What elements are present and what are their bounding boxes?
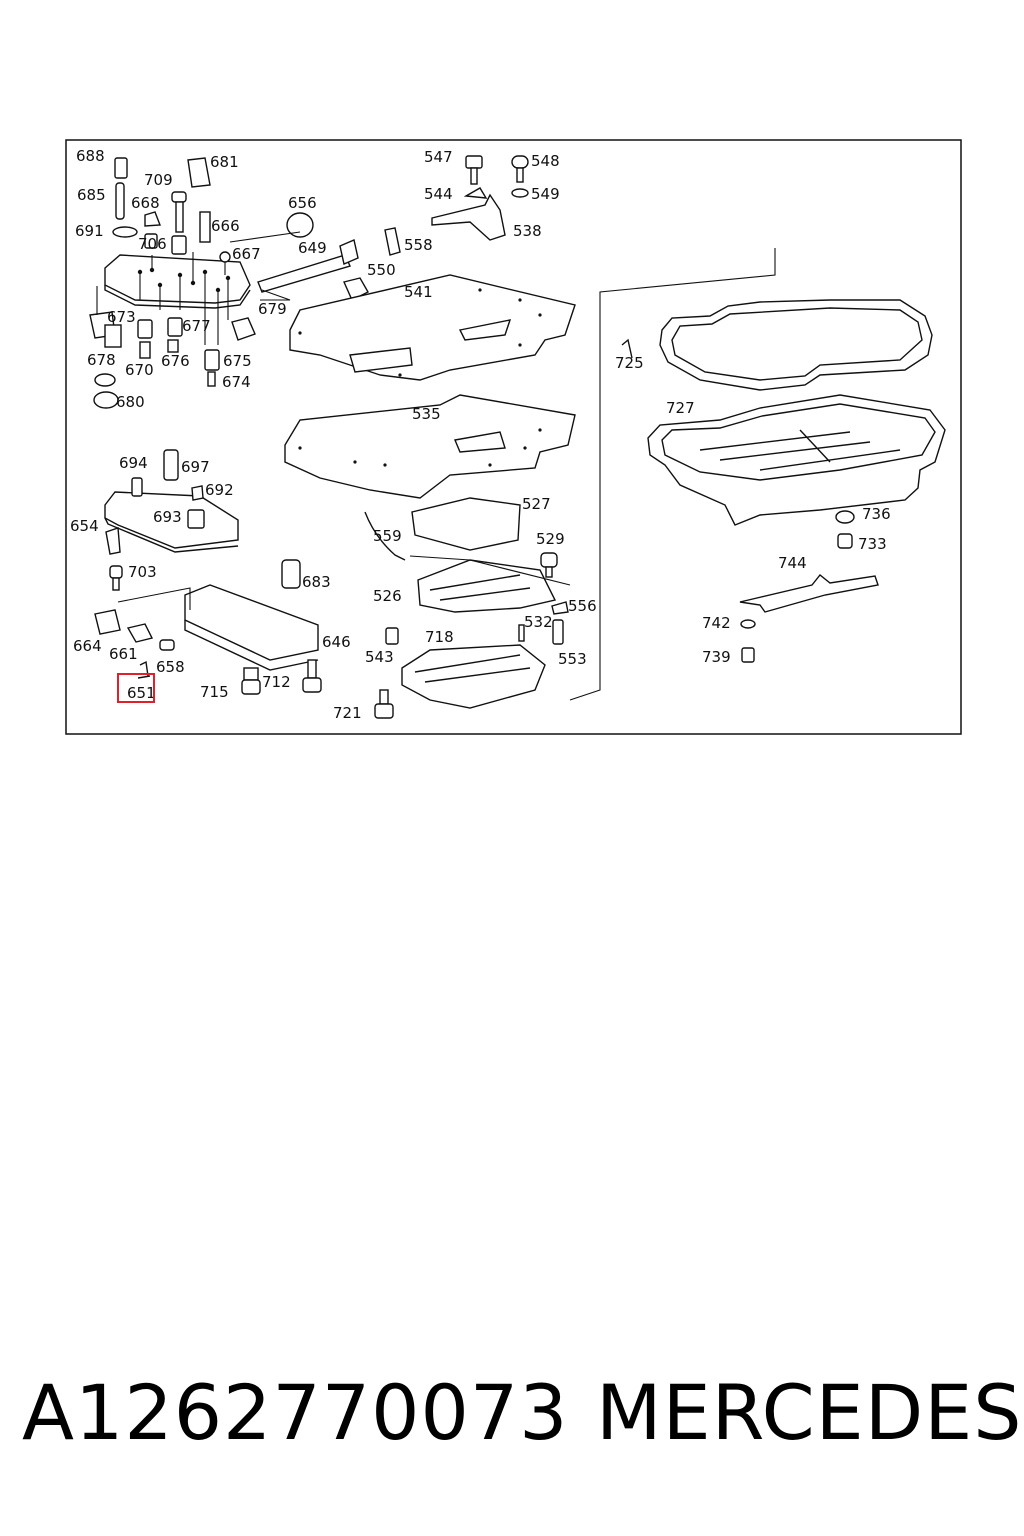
oil-pan-fasteners <box>621 338 879 663</box>
label-677: 677 <box>182 317 211 335</box>
label-538: 538 <box>513 222 542 240</box>
lower-leader <box>117 587 191 610</box>
label-527: 527 <box>522 495 551 513</box>
label-553: 553 <box>558 650 587 668</box>
label-744: 744 <box>778 554 807 572</box>
label-559: 559 <box>373 527 402 545</box>
brand-name: MERCEDES <box>596 1368 1023 1457</box>
label-683: 683 <box>302 573 331 591</box>
label-651: 651 <box>127 684 156 702</box>
label-680: 680 <box>116 393 145 411</box>
label-658: 658 <box>156 658 185 676</box>
label-670: 670 <box>125 361 154 379</box>
label-649: 649 <box>298 239 327 257</box>
label-550: 550 <box>367 261 396 279</box>
label-694: 694 <box>119 454 148 472</box>
label-646: 646 <box>322 633 351 651</box>
lower-solenoid-block <box>94 559 322 695</box>
label-656: 656 <box>288 194 317 212</box>
diagram-frame <box>65 139 962 735</box>
label-712: 712 <box>262 673 291 691</box>
label-721: 721 <box>333 704 362 722</box>
upper-bolts <box>384 155 529 256</box>
label-541: 541 <box>404 283 433 301</box>
label-688: 688 <box>76 147 105 165</box>
upper-valve-body <box>104 254 251 309</box>
label-692: 692 <box>205 481 234 499</box>
label-549: 549 <box>531 185 560 203</box>
middle-leader <box>409 555 571 586</box>
label-526: 526 <box>373 587 402 605</box>
label-691: 691 <box>75 222 104 240</box>
caption: A1262770073 MERCEDES <box>22 1368 1021 1478</box>
part-labels: 688 681 709 685 668 666 691 706 667 656 … <box>70 147 891 722</box>
part-number: A1262770073 <box>22 1368 569 1457</box>
label-674: 674 <box>222 373 251 391</box>
label-681: 681 <box>210 153 239 171</box>
label-532: 532 <box>524 613 553 631</box>
upper-leader-lines <box>96 231 301 345</box>
clip-651 <box>137 660 151 679</box>
label-706: 706 <box>138 235 167 253</box>
oil-pan-gasket <box>659 299 933 391</box>
label-667: 667 <box>232 245 261 263</box>
label-739: 739 <box>702 648 731 666</box>
label-725: 725 <box>615 354 644 372</box>
label-673: 673 <box>107 308 136 326</box>
label-715: 715 <box>200 683 229 701</box>
label-668: 668 <box>131 194 160 212</box>
label-548: 548 <box>531 152 560 170</box>
label-664: 664 <box>73 637 102 655</box>
label-718: 718 <box>425 628 454 646</box>
label-556: 556 <box>568 597 597 615</box>
label-666: 666 <box>211 217 240 235</box>
upper-small-parts <box>89 157 369 409</box>
parts-exploded-diagram: 688 681 709 685 668 666 691 706 667 656 … <box>65 139 962 735</box>
highlight-box-651 <box>117 673 155 703</box>
label-685: 685 <box>77 186 106 204</box>
label-733: 733 <box>858 535 887 553</box>
label-535: 535 <box>412 405 441 423</box>
middle-separator-plate <box>284 394 576 499</box>
label-676: 676 <box>161 352 190 370</box>
label-558: 558 <box>404 236 433 254</box>
label-547: 547 <box>424 148 453 166</box>
label-703: 703 <box>128 563 157 581</box>
label-709: 709 <box>144 171 173 189</box>
label-736: 736 <box>862 505 891 523</box>
label-543: 543 <box>365 648 394 666</box>
oil-pan <box>647 394 946 526</box>
label-693: 693 <box>153 508 182 526</box>
label-697: 697 <box>181 458 210 476</box>
label-675: 675 <box>223 352 252 370</box>
oil-pan-leader <box>569 248 776 701</box>
label-654: 654 <box>70 517 99 535</box>
label-727: 727 <box>666 399 695 417</box>
label-544: 544 <box>424 185 453 203</box>
label-678: 678 <box>87 351 116 369</box>
upper-valve-plate <box>289 274 576 381</box>
label-742: 742 <box>702 614 731 632</box>
label-679: 679 <box>258 300 287 318</box>
label-529: 529 <box>536 530 565 548</box>
label-661: 661 <box>109 645 138 663</box>
lower-valve-body <box>104 449 239 591</box>
